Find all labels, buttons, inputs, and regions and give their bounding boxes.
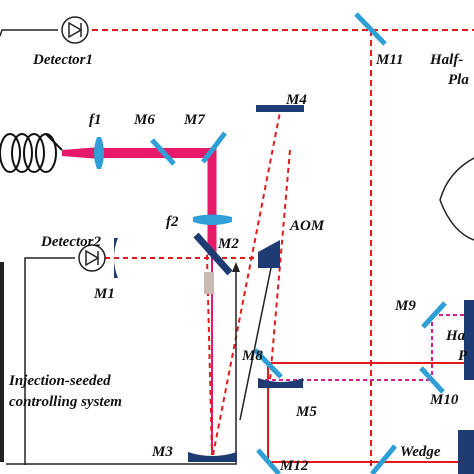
label-m12: M12 (279, 458, 309, 474)
beam-m3-to-m4 (212, 111, 281, 456)
label-m8: M8 (241, 348, 263, 364)
mirror-m1 (114, 238, 118, 278)
mirror-m7 (201, 131, 227, 164)
controller-box (0, 262, 4, 462)
mirror-m12 (256, 448, 281, 474)
mirror-m4 (256, 105, 304, 112)
label-detector2: Detector2 (40, 234, 101, 250)
mirror-m11 (354, 12, 387, 46)
label-m11: M11 (375, 52, 404, 68)
lens-f1 (94, 137, 104, 169)
mirror-m8 (253, 348, 283, 379)
label-ha: Ha (445, 328, 466, 344)
label-m9: M9 (394, 298, 416, 314)
label-m5: M5 (295, 404, 317, 420)
wire-detector1 (0, 29, 58, 37)
label-m3: M3 (151, 444, 173, 460)
label-m1: M1 (93, 286, 115, 302)
aom-crystal (258, 240, 280, 268)
label-detector1: Detector1 (32, 52, 93, 68)
label-half-wave-2: Pla (448, 72, 469, 88)
label-f1: f1 (89, 112, 102, 128)
mirror-m3 (188, 452, 237, 462)
mirror-m5 (258, 378, 303, 388)
label-m6: M6 (133, 112, 155, 128)
wiring (0, 29, 273, 465)
wire-to-aom (6, 268, 237, 465)
partial-bar-bottom (458, 430, 474, 474)
mirror-m2-mount (204, 272, 214, 294)
partial-ellipse (439, 157, 474, 241)
label-m2: M2 (217, 236, 239, 252)
label-p: P (458, 348, 468, 364)
label-aom: AOM (289, 218, 325, 234)
label-wedge: Wedge (400, 444, 441, 460)
label-half-wave-1: Half- (429, 52, 463, 68)
detector2-icon (78, 244, 106, 272)
label-injection-2: controlling system (9, 394, 122, 410)
arrowhead-aom (232, 262, 240, 272)
mirror-m10 (419, 366, 445, 394)
beam-paths (62, 29, 474, 470)
label-injection-1: Injection-seeded (8, 373, 111, 389)
detector1-icon (61, 16, 89, 44)
mirror-m9 (421, 301, 447, 329)
label-m10: M10 (429, 392, 459, 408)
label-m7: M7 (183, 112, 205, 128)
mirror-wedge (370, 444, 397, 474)
lens-f2 (193, 214, 232, 225)
beam-m4-to-m5 (269, 149, 291, 381)
beam-m2-to-m3 (206, 254, 213, 456)
wire-to-m8 (239, 262, 273, 421)
mirror-m6 (150, 138, 176, 166)
pump-beam-taper (62, 147, 100, 159)
label-f2: f2 (166, 214, 179, 230)
wire-detector2 (24, 257, 75, 465)
partial-box-right (464, 300, 474, 380)
labels: Detector1 Detector2 M11 Half- Pla f1 M6 … (8, 52, 469, 474)
fiber-coil (0, 133, 63, 173)
mirror-m2 (193, 232, 233, 276)
label-m4: M4 (285, 92, 307, 108)
